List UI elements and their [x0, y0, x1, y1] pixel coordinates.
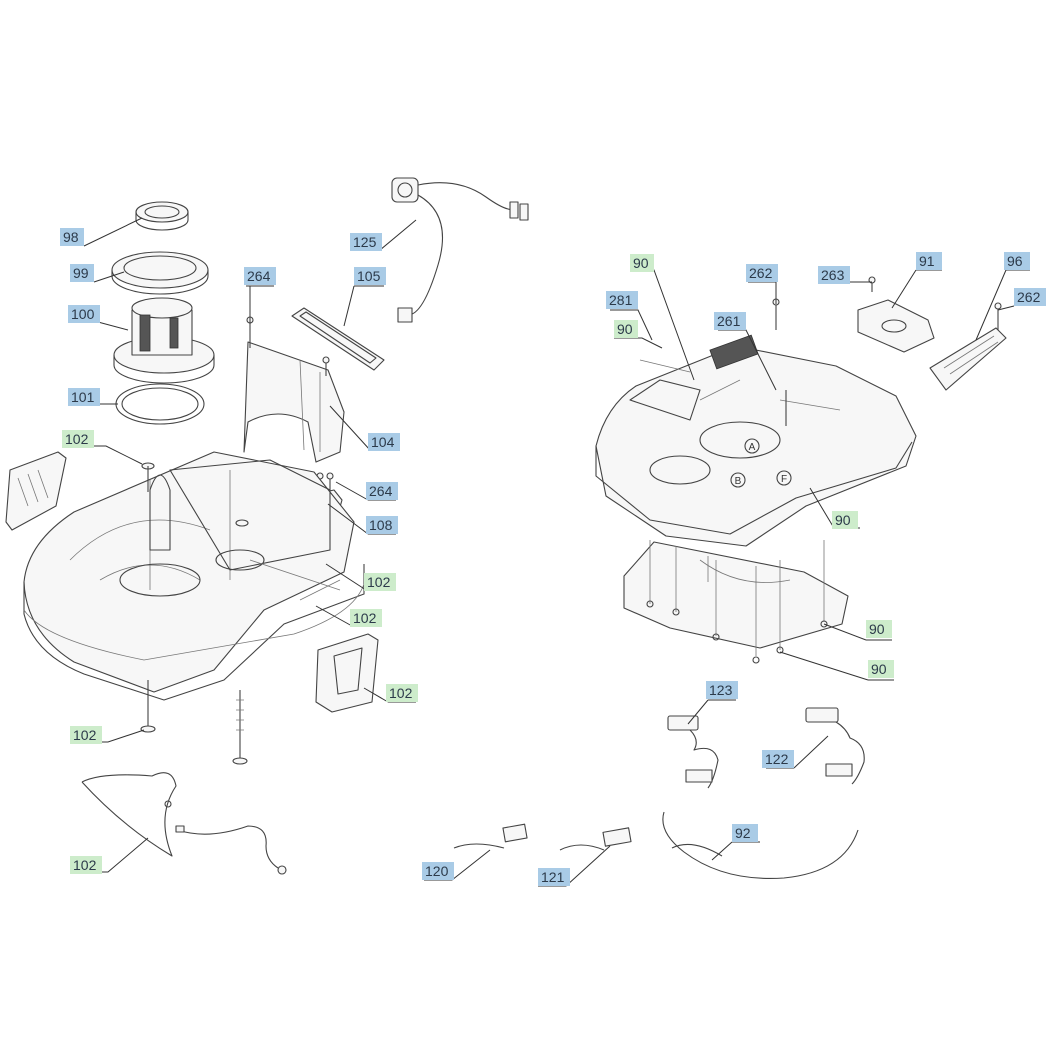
part-262-263-screws [646, 276, 1002, 664]
callout-105[interactable]: 105 [354, 267, 386, 285]
callout-96[interactable]: 96 [1004, 252, 1030, 270]
callout-90-b[interactable]: 90 [614, 320, 638, 338]
part-121-sensor [559, 827, 632, 851]
part-92-cable [662, 811, 859, 879]
callout-100[interactable]: 100 [68, 305, 100, 323]
part-101-ring [115, 383, 205, 425]
part-100-motor [113, 297, 215, 384]
marker-f: F [776, 470, 792, 486]
callout-102-b[interactable]: 102 [364, 573, 396, 591]
callout-262-a[interactable]: 262 [746, 264, 778, 282]
callout-125[interactable]: 125 [350, 233, 382, 251]
svg-text:A: A [749, 442, 756, 453]
callout-263[interactable]: 263 [818, 266, 850, 284]
callout-90-d[interactable]: 90 [866, 620, 892, 638]
part-102-wire [81, 772, 287, 875]
callout-99[interactable]: 99 [70, 264, 94, 282]
marker-b: B [730, 472, 746, 488]
svg-text:F: F [781, 474, 787, 485]
callout-98[interactable]: 98 [60, 228, 84, 246]
callout-102-c[interactable]: 102 [350, 609, 382, 627]
part-120-sensor [453, 823, 528, 849]
callout-264-a[interactable]: 264 [244, 267, 276, 285]
callout-92[interactable]: 92 [732, 824, 758, 842]
part-105-gasket [291, 307, 385, 371]
callout-120[interactable]: 120 [422, 862, 454, 880]
callout-104[interactable]: 104 [368, 433, 400, 451]
marker-a: A [744, 438, 760, 454]
part-102-handle [315, 633, 379, 713]
callout-261[interactable]: 261 [714, 312, 746, 330]
part-102-bolts [140, 462, 249, 765]
callout-90-c[interactable]: 90 [832, 511, 858, 529]
part-99-cover [111, 251, 209, 295]
callout-262-b[interactable]: 262 [1014, 288, 1046, 306]
callout-122[interactable]: 122 [762, 750, 794, 768]
part-102-side-bracket [5, 451, 67, 531]
part-104-housing [243, 341, 345, 463]
callout-101[interactable]: 101 [68, 388, 100, 406]
part-122-harness [805, 707, 865, 785]
callout-102-e[interactable]: 102 [70, 726, 102, 744]
part-91-bracket [857, 299, 935, 353]
callout-90-a[interactable]: 90 [630, 254, 654, 272]
callout-91[interactable]: 91 [916, 252, 942, 270]
part-90-base-plate [623, 541, 849, 649]
part-96-grille [929, 327, 1007, 391]
callout-123[interactable]: 123 [706, 681, 738, 699]
callout-90-e[interactable]: 90 [868, 660, 894, 678]
part-98-seal-ring [135, 201, 189, 231]
part-chassis-base [23, 451, 365, 701]
part-125-sensor-cable [391, 177, 529, 323]
callout-108[interactable]: 108 [366, 516, 398, 534]
callout-102-f[interactable]: 102 [70, 856, 102, 874]
callout-121[interactable]: 121 [538, 868, 570, 886]
part-123-harness [667, 715, 719, 789]
callout-264-b[interactable]: 264 [366, 482, 398, 500]
part-102-frame [23, 583, 365, 661]
callout-102-a[interactable]: 102 [62, 430, 94, 448]
callout-281[interactable]: 281 [606, 291, 638, 309]
svg-text:B: B [735, 476, 742, 487]
callout-102-d[interactable]: 102 [386, 684, 418, 702]
